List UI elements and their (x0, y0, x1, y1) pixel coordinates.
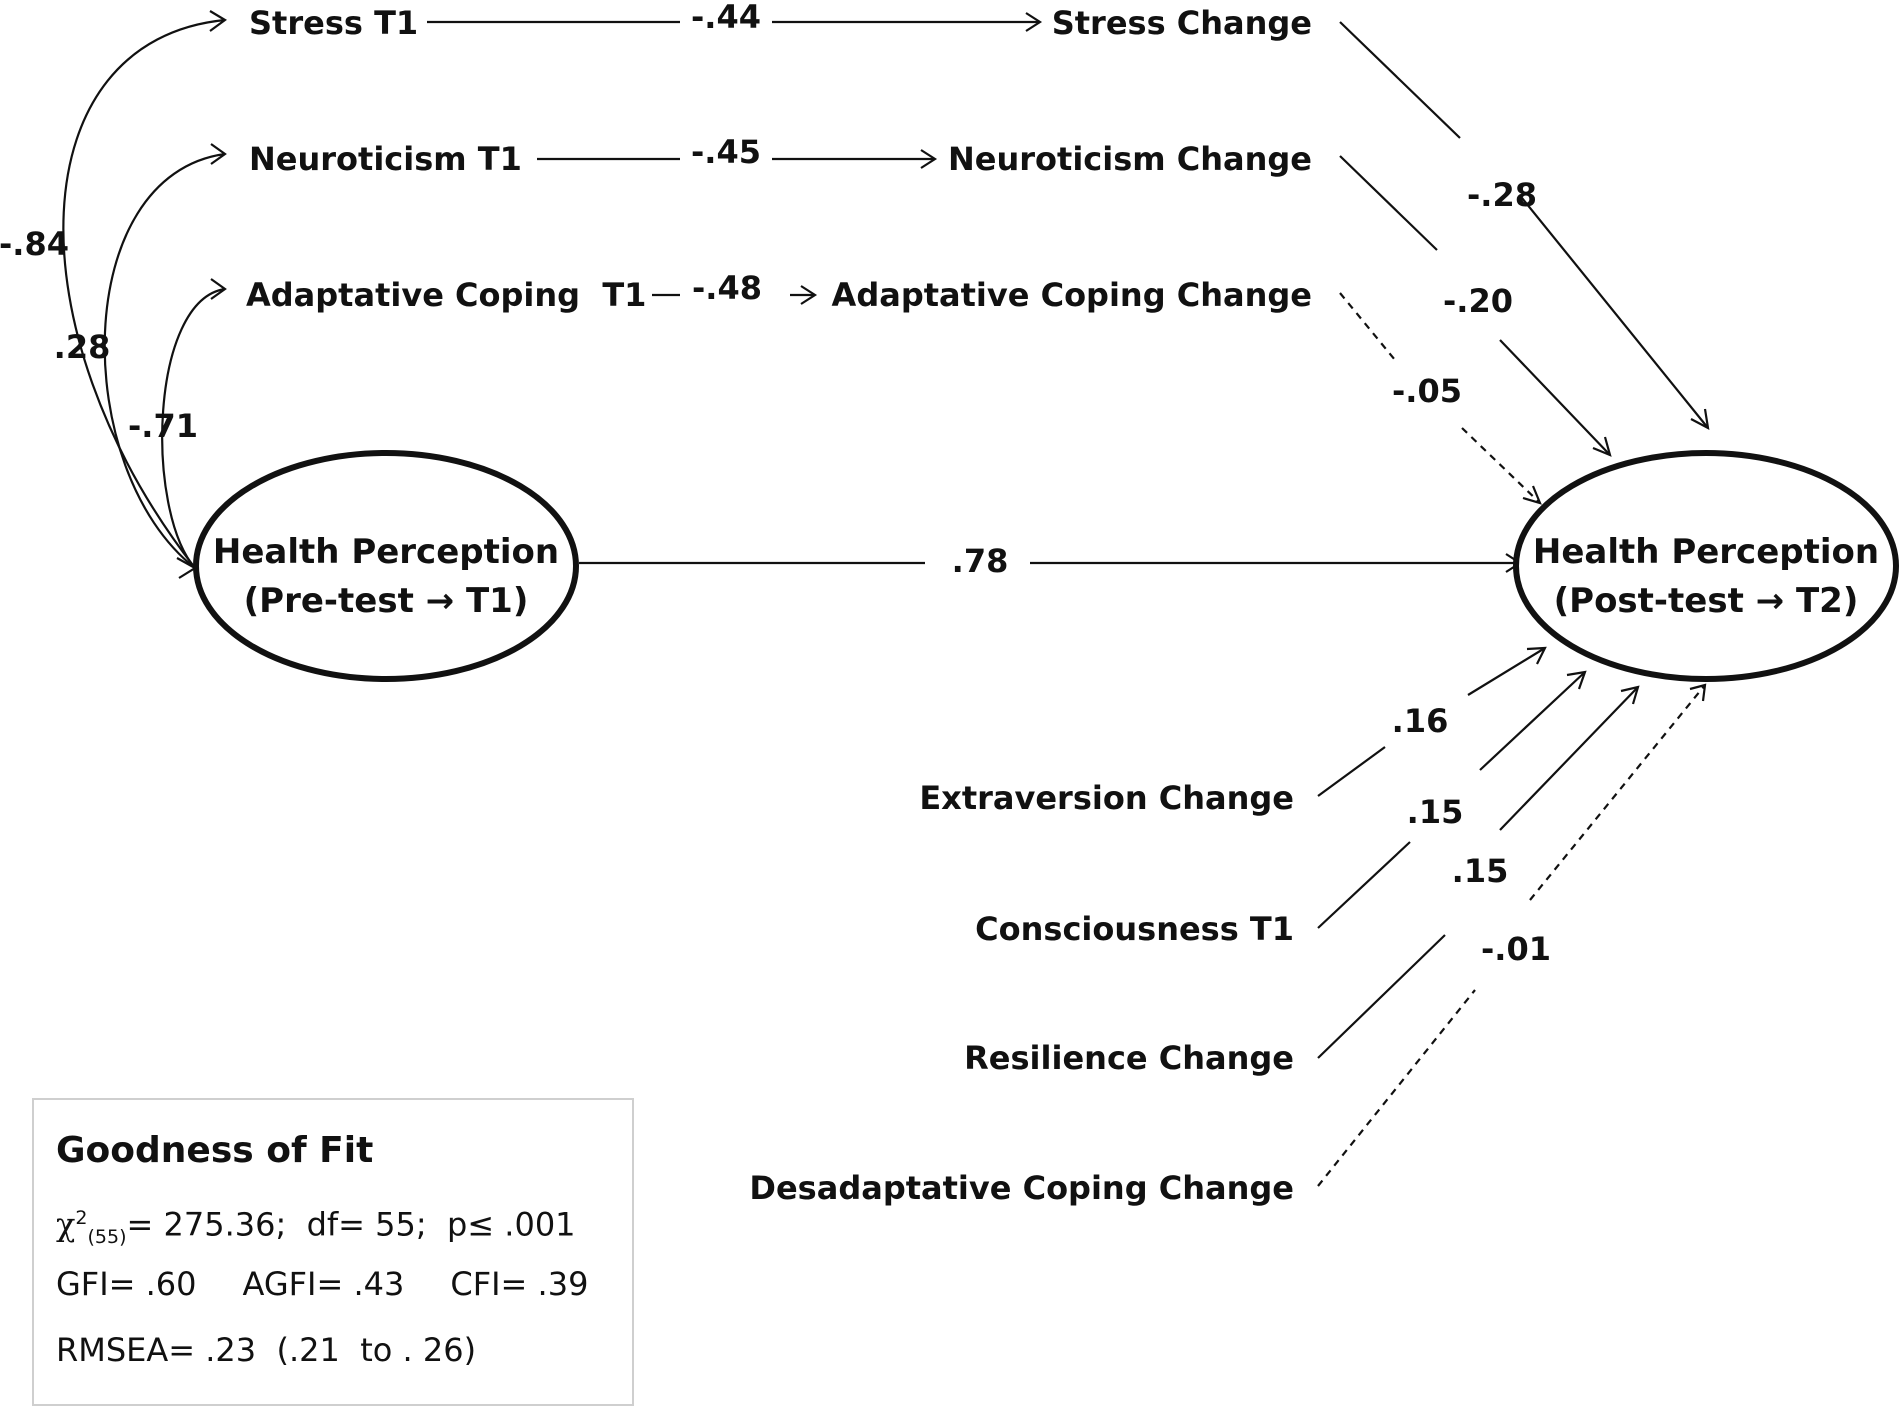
coef-stress-t1-hp-pre: -.84 (0, 225, 69, 263)
coef-consciousness-t1-to-hp-post: .15 (1407, 793, 1464, 831)
var-neuroticism-change: Neuroticism Change (948, 140, 1312, 178)
fit-chi-square-line: χ2(55)= 275.36; df= 55; p≤ .001 (56, 1185, 612, 1251)
arrowhead (1690, 408, 1710, 431)
var-desadaptative-coping-change: Desadaptative Coping Change (749, 1169, 1294, 1207)
coef-adaptative-t1-hp-pre: -.71 (128, 407, 198, 445)
agfi-value: AGFI= .43 (242, 1265, 405, 1303)
path-resilience-change-to-hp-post (1317, 686, 1639, 1059)
var-adaptative-coping-t1: Adaptative Coping T1 (246, 276, 646, 314)
path-stress-change-to-hp-post (1339, 21, 1709, 429)
arrowhead (920, 149, 938, 169)
var-adaptative-coping-change: Adaptative Coping Change (832, 276, 1312, 314)
path-adaptative-change-to-hp-post (1339, 292, 1541, 504)
var-stress-change: Stress Change (1052, 4, 1312, 42)
coef-adaptative-change-to-hp-post: -.05 (1392, 372, 1462, 410)
coef-adaptative-t1-to-change: -.48 (692, 269, 762, 307)
arrowhead (1566, 670, 1587, 690)
var-consciousness-t1: Consciousness T1 (975, 910, 1294, 948)
fit-indices-line: GFI= .60 AGFI= .43 CFI= .39 (56, 1251, 612, 1317)
coef-stress-change-to-hp-post: -.28 (1467, 176, 1537, 214)
covariance-neuroticism-hp-pre (103, 152, 226, 569)
health-perception-pre-node (193, 450, 579, 682)
chi-symbol: χ (56, 1205, 76, 1244)
coef-neuroticism-t1-hp-pre: .28 (54, 328, 111, 366)
hp-pre-label-line2: (Pre-test → T1) (244, 581, 529, 621)
chi-superscript: 2 (75, 1207, 88, 1229)
hp-pre-label-line1: Health Perception (213, 532, 559, 572)
goodness-of-fit-title: Goodness of Fit (56, 1130, 374, 1171)
var-resilience-change: Resilience Change (964, 1039, 1294, 1077)
path-neuroticism-change-to-hp-post (1339, 155, 1611, 456)
goodness-of-fit-box: Goodness of Fit χ2(55)= 275.36; df= 55; … (32, 1098, 634, 1406)
hp-post-label-line2: (Post-test → T2) (1554, 581, 1859, 621)
arrowhead (209, 10, 227, 32)
path-extraversion-change-to-hp-post (1317, 647, 1546, 797)
hp-post-label-line1: Health Perception (1533, 532, 1879, 572)
arrowhead (1522, 485, 1542, 505)
path-consciousness-t1-to-hp-post (1317, 671, 1586, 929)
arrowhead (1620, 685, 1640, 705)
coef-neuroticism-change-to-hp-post: -.20 (1443, 282, 1513, 320)
arrowhead (800, 285, 818, 305)
arrowhead (210, 143, 227, 165)
var-neuroticism-t1: Neuroticism T1 (249, 140, 522, 178)
coef-resilience-change-to-hp-post: .15 (1452, 852, 1509, 890)
covariance-adaptative-hp-pre (161, 287, 226, 569)
chi-subscript: (55) (87, 1226, 127, 1249)
var-extraversion-change: Extraversion Change (919, 779, 1294, 817)
coef-extraversion-change-to-hp-post: .16 (1392, 702, 1449, 740)
path-desadaptative-change-to-hp-post (1317, 684, 1706, 1187)
covariance-stress-hp-pre (62, 18, 226, 569)
coef-neuroticism-t1-to-change: -.45 (691, 133, 761, 171)
gfi-value: GFI= .60 (56, 1265, 197, 1303)
arrowhead (1025, 12, 1043, 32)
arrowhead (1592, 436, 1612, 457)
arrowhead (1526, 646, 1547, 665)
arrowhead (210, 278, 227, 300)
coef-hp-pre-to-hp-post: .78 (952, 542, 1009, 580)
health-perception-post-node (1513, 450, 1899, 682)
arrowhead (1689, 683, 1707, 702)
rmsea-line: RMSEA= .23 (.21 to . 26) (56, 1331, 477, 1369)
cfi-value: CFI= .39 (450, 1265, 589, 1303)
coef-desadaptative-change-to-hp-post: -.01 (1481, 930, 1551, 968)
coef-stress-t1-to-change: -.44 (691, 0, 761, 36)
var-stress-t1: Stress T1 (249, 4, 418, 42)
chi-square-stats: = 275.36; df= 55; p≤ .001 (126, 1205, 576, 1244)
